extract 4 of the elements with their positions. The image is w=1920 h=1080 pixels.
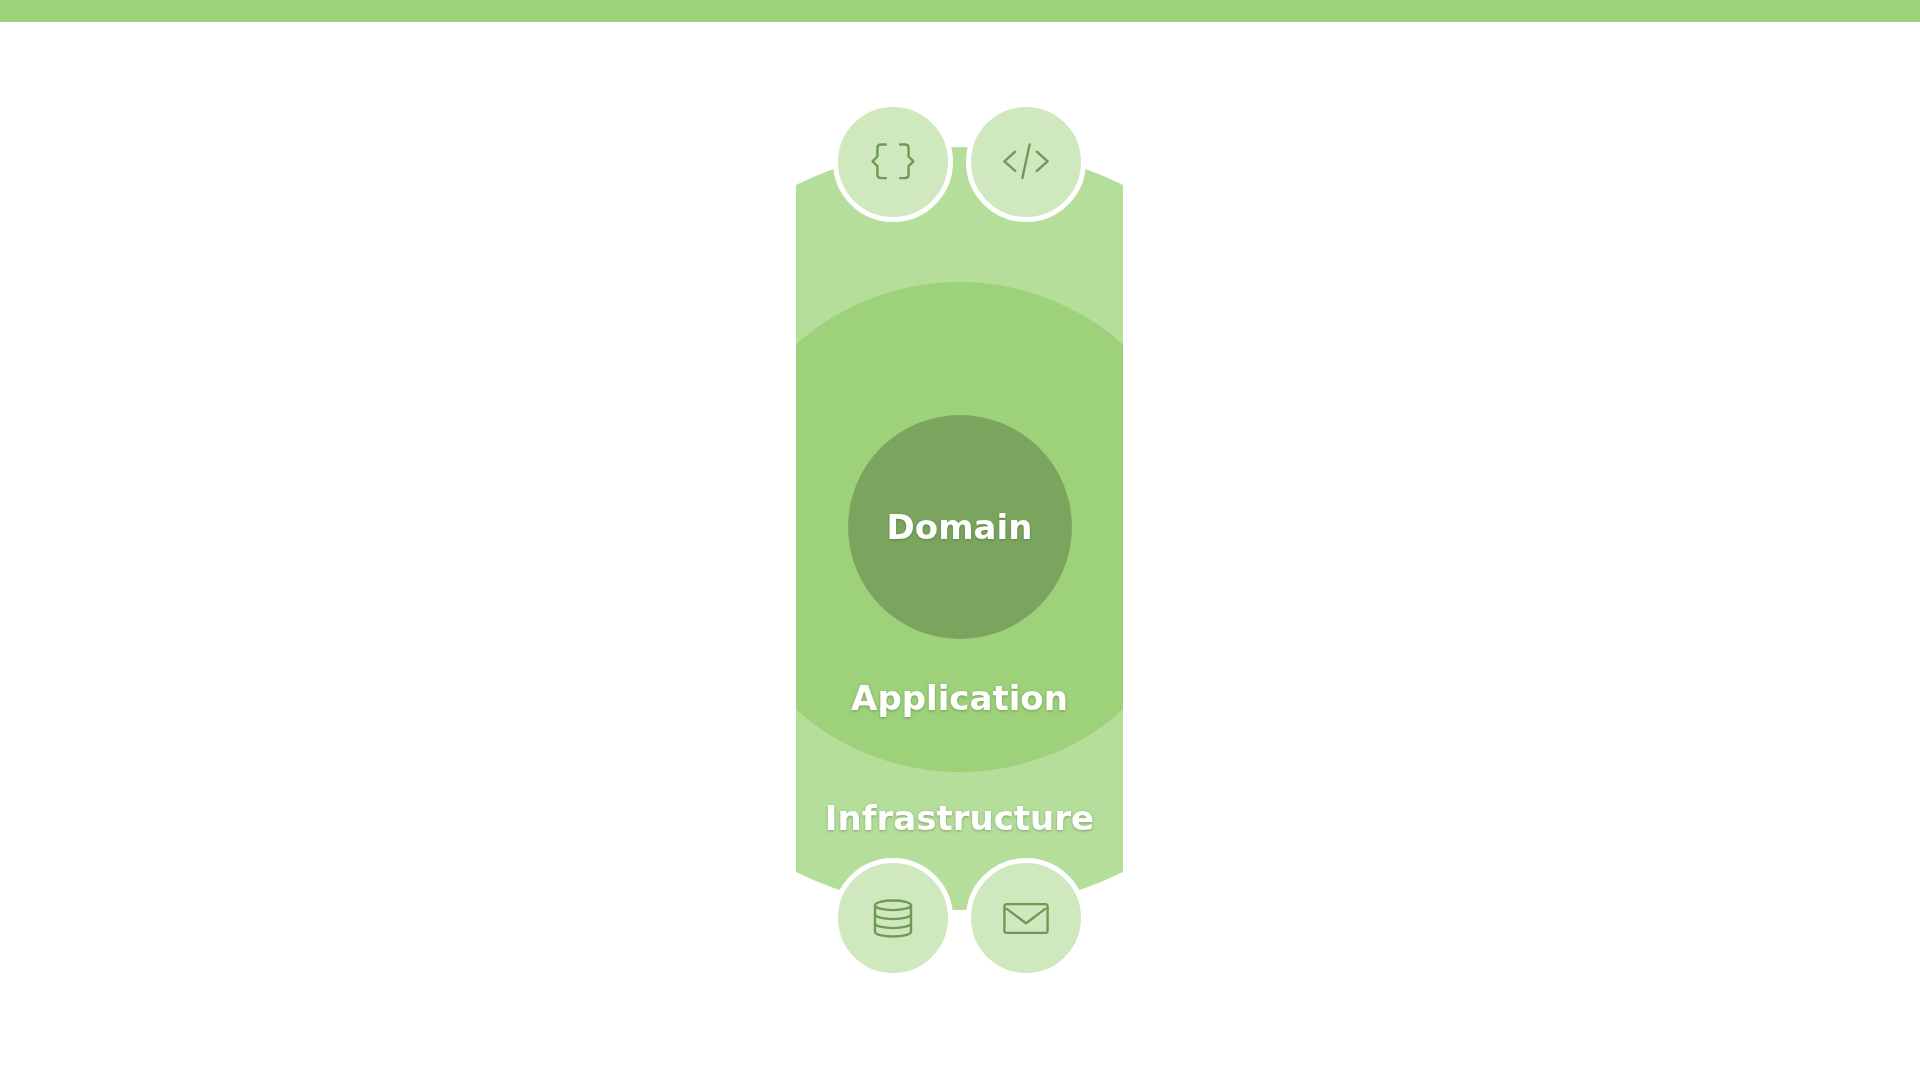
layer-label: Domain [886,507,1033,547]
layer-label: Application [851,678,1068,718]
layer-label: Infrastructure [824,798,1095,838]
top-bar [0,0,1920,22]
